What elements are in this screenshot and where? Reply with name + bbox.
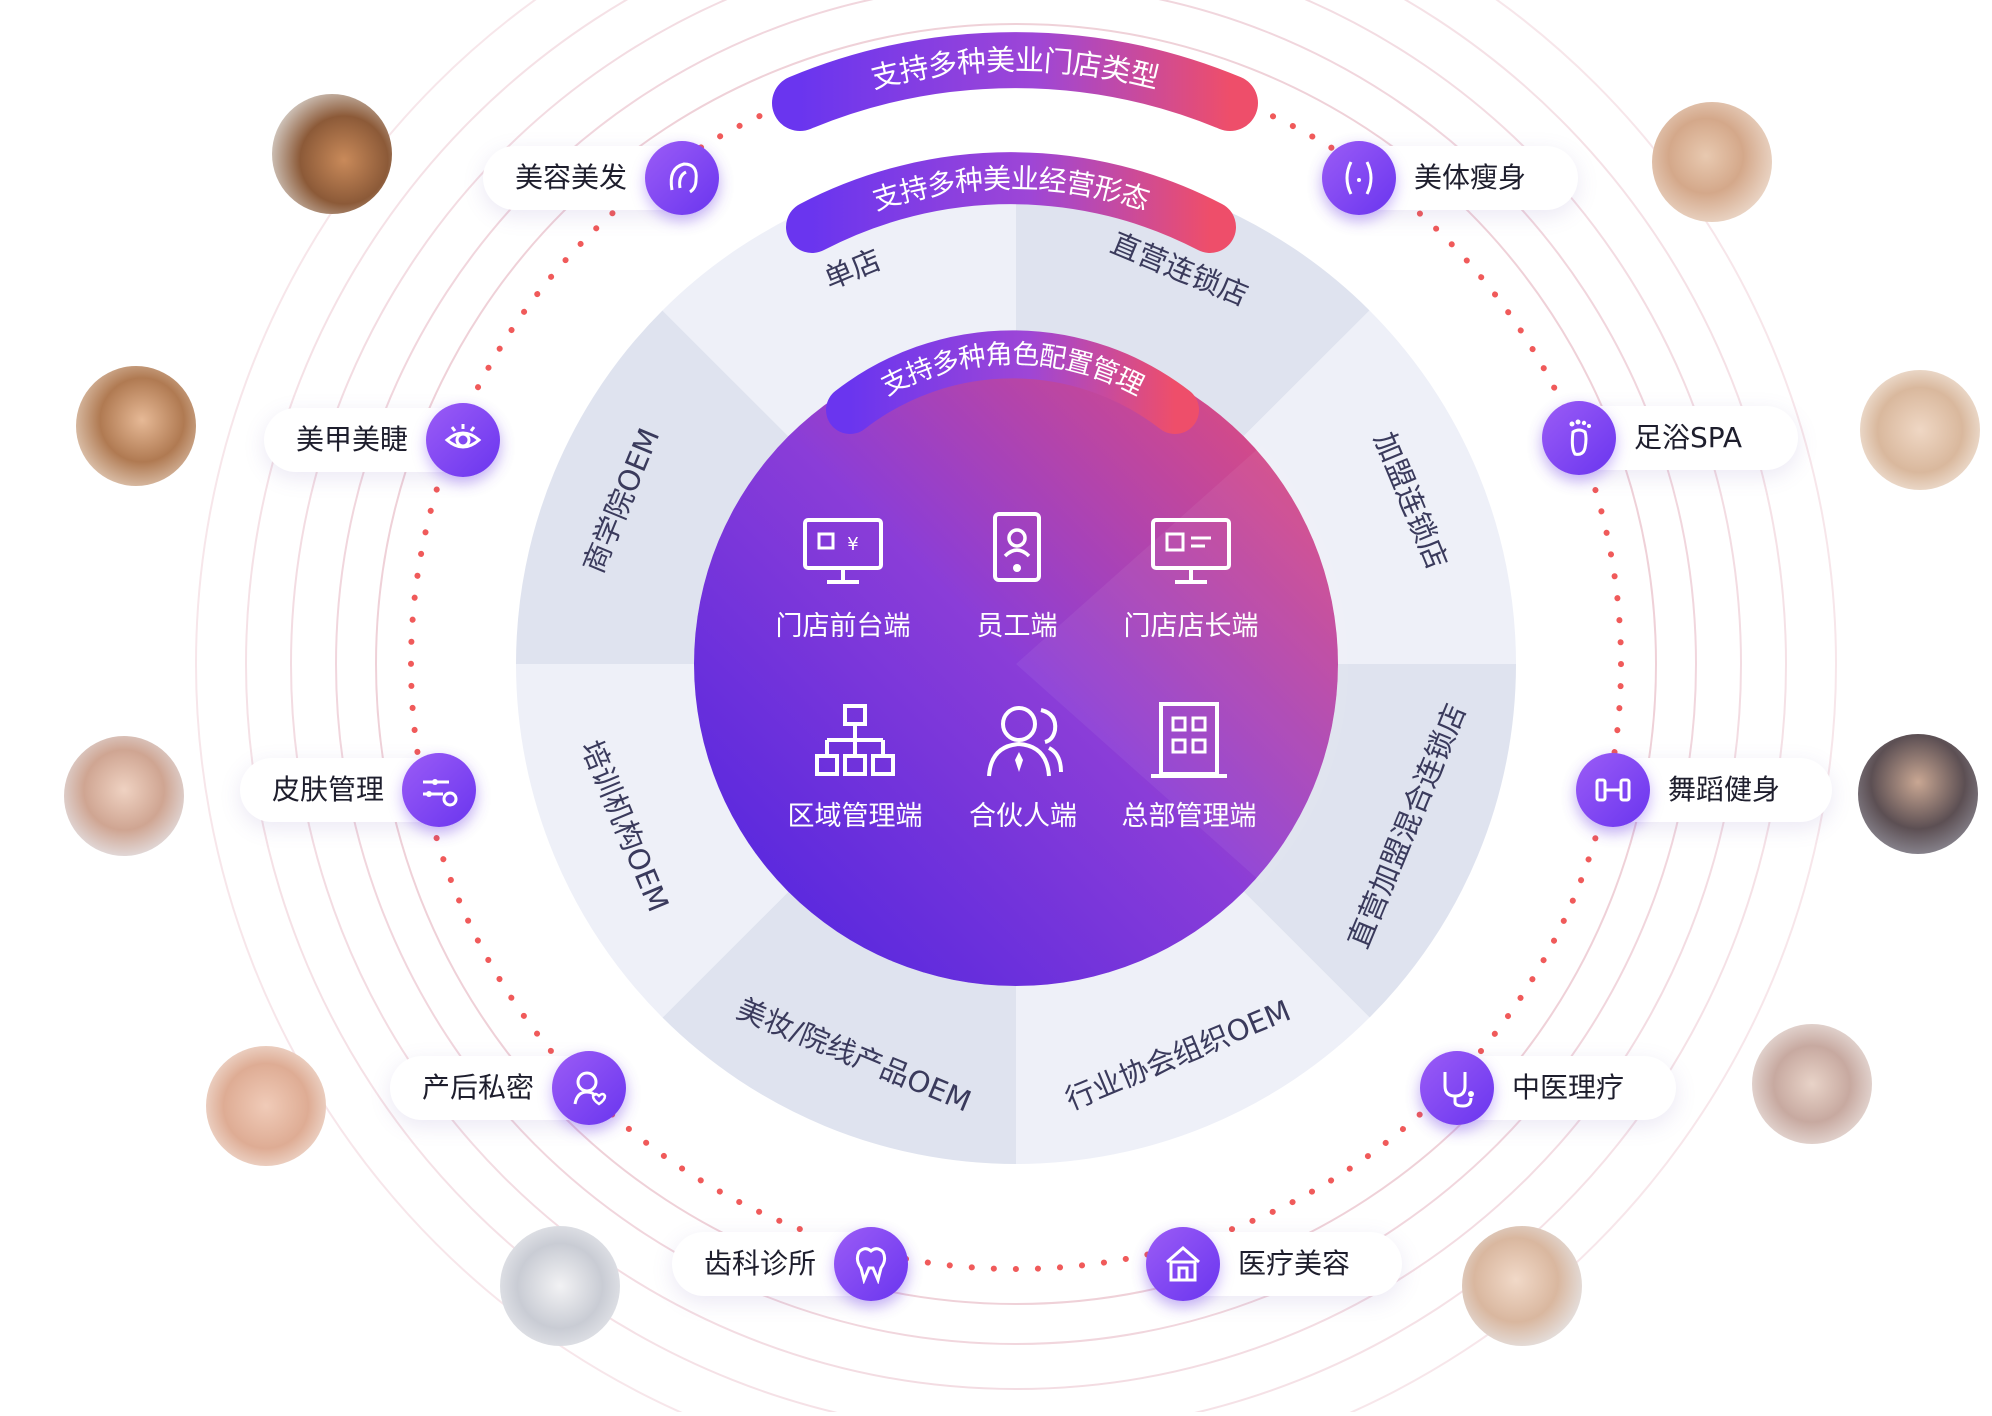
dental-chair-photo [500,1226,620,1346]
mother-care-icon [552,1051,626,1125]
nail-art-photo [76,366,196,486]
tooth-icon [834,1227,908,1301]
body-shape-icon [1322,141,1396,215]
store-type-label: 医疗美容 [1238,1247,1351,1280]
medical-beauty-photo [1462,1226,1582,1346]
role-core [694,342,1338,986]
header-middle-pill [786,152,1236,253]
svg-text:¥: ¥ [847,534,858,555]
store-type-label: 美甲美睫 [296,423,409,456]
monitor-icon [1151,518,1231,584]
header-outer-pill [772,32,1258,131]
role-label: 区域管理端 [787,801,923,832]
store-type-label: 足浴SPA [1634,421,1743,454]
background-rings [195,0,1837,1416]
business-form-segment [1243,664,1516,1018]
pos-terminal-icon: ¥ [803,518,883,584]
store-type-foot-spa[interactable]: 足浴SPA [1542,401,1798,475]
store-type-label: 美容美发 [515,161,628,194]
staff-badge-icon [993,512,1041,582]
role-label: 门店店长端 [1123,611,1259,642]
foot-icon [1542,401,1616,475]
core-sheen [1016,445,1348,883]
business-form-segment [662,891,1016,1164]
store-type-body-slim[interactable]: 美体瘦身 [1322,141,1578,215]
store-type-medical-beauty[interactable]: 医疗美容 [1146,1227,1402,1301]
store-type-dental[interactable]: 齿科诊所 [672,1227,908,1301]
maternity-photo [206,1046,326,1166]
dumbbell-icon [1576,753,1650,827]
cupping-photo [1752,1024,1872,1144]
store-type-postpartum[interactable]: 产后私密 [390,1051,626,1125]
store-type-tcm-therapy[interactable]: 中医理疗 [1420,1051,1676,1125]
eye-icon [426,403,500,477]
fitness-photo [1858,734,1978,854]
clinic-icon [1146,1227,1220,1301]
role-label: 门店前台端 [775,611,911,642]
partners-icon [987,706,1063,777]
role-label: 合伙人端 [969,801,1077,832]
store-type-label: 产后私密 [422,1071,535,1104]
role-front-desk[interactable]: ¥ 门店前台端 [758,510,928,643]
store-type-label: 齿科诊所 [704,1247,817,1280]
stethoscope-icon [1420,1051,1494,1125]
role-regional[interactable]: 区域管理端 [770,700,940,833]
store-type-dance-fitness[interactable]: 舞蹈健身 [1576,753,1832,827]
spa-stones-photo [1860,370,1980,490]
store-type-nails-lashes[interactable]: 美甲美睫 [264,403,500,477]
store-type-beauty-hair[interactable]: 美容美发 [483,141,719,215]
business-form-segment [516,664,789,1018]
store-type-label: 皮肤管理 [272,773,385,806]
role-label: 总部管理端 [1121,801,1257,832]
role-partner[interactable]: 合伙人端 [938,700,1108,833]
role-headquarters[interactable]: 总部管理端 [1104,700,1274,833]
skin-settings-icon [402,753,476,827]
hair-salon-photo [272,94,392,214]
role-store-manager[interactable]: 门店店长端 [1106,510,1276,643]
org-chart-icon [815,704,895,776]
business-form-ring [516,164,1516,1164]
business-form-segment [1016,164,1370,437]
header-outer: 支持多种美业门店类型 [772,32,1258,131]
header-inner-pill [826,330,1199,434]
business-form-segment [662,164,1016,437]
role-staff[interactable]: 员工端 [932,510,1102,643]
building-icon [1151,702,1227,778]
facial-care-photo [64,736,184,856]
role-label: 员工端 [976,611,1058,642]
hair-icon [645,141,719,215]
business-form-segment [1243,310,1516,664]
store-type-label: 美体瘦身 [1414,161,1527,194]
store-type-label: 舞蹈健身 [1668,773,1781,806]
business-form-segment [516,310,789,664]
store-type-label: 中医理疗 [1512,1071,1625,1104]
waist-measure-photo [1652,102,1772,222]
business-form-segment [1016,891,1370,1164]
store-type-skin-care[interactable]: 皮肤管理 [240,753,476,827]
